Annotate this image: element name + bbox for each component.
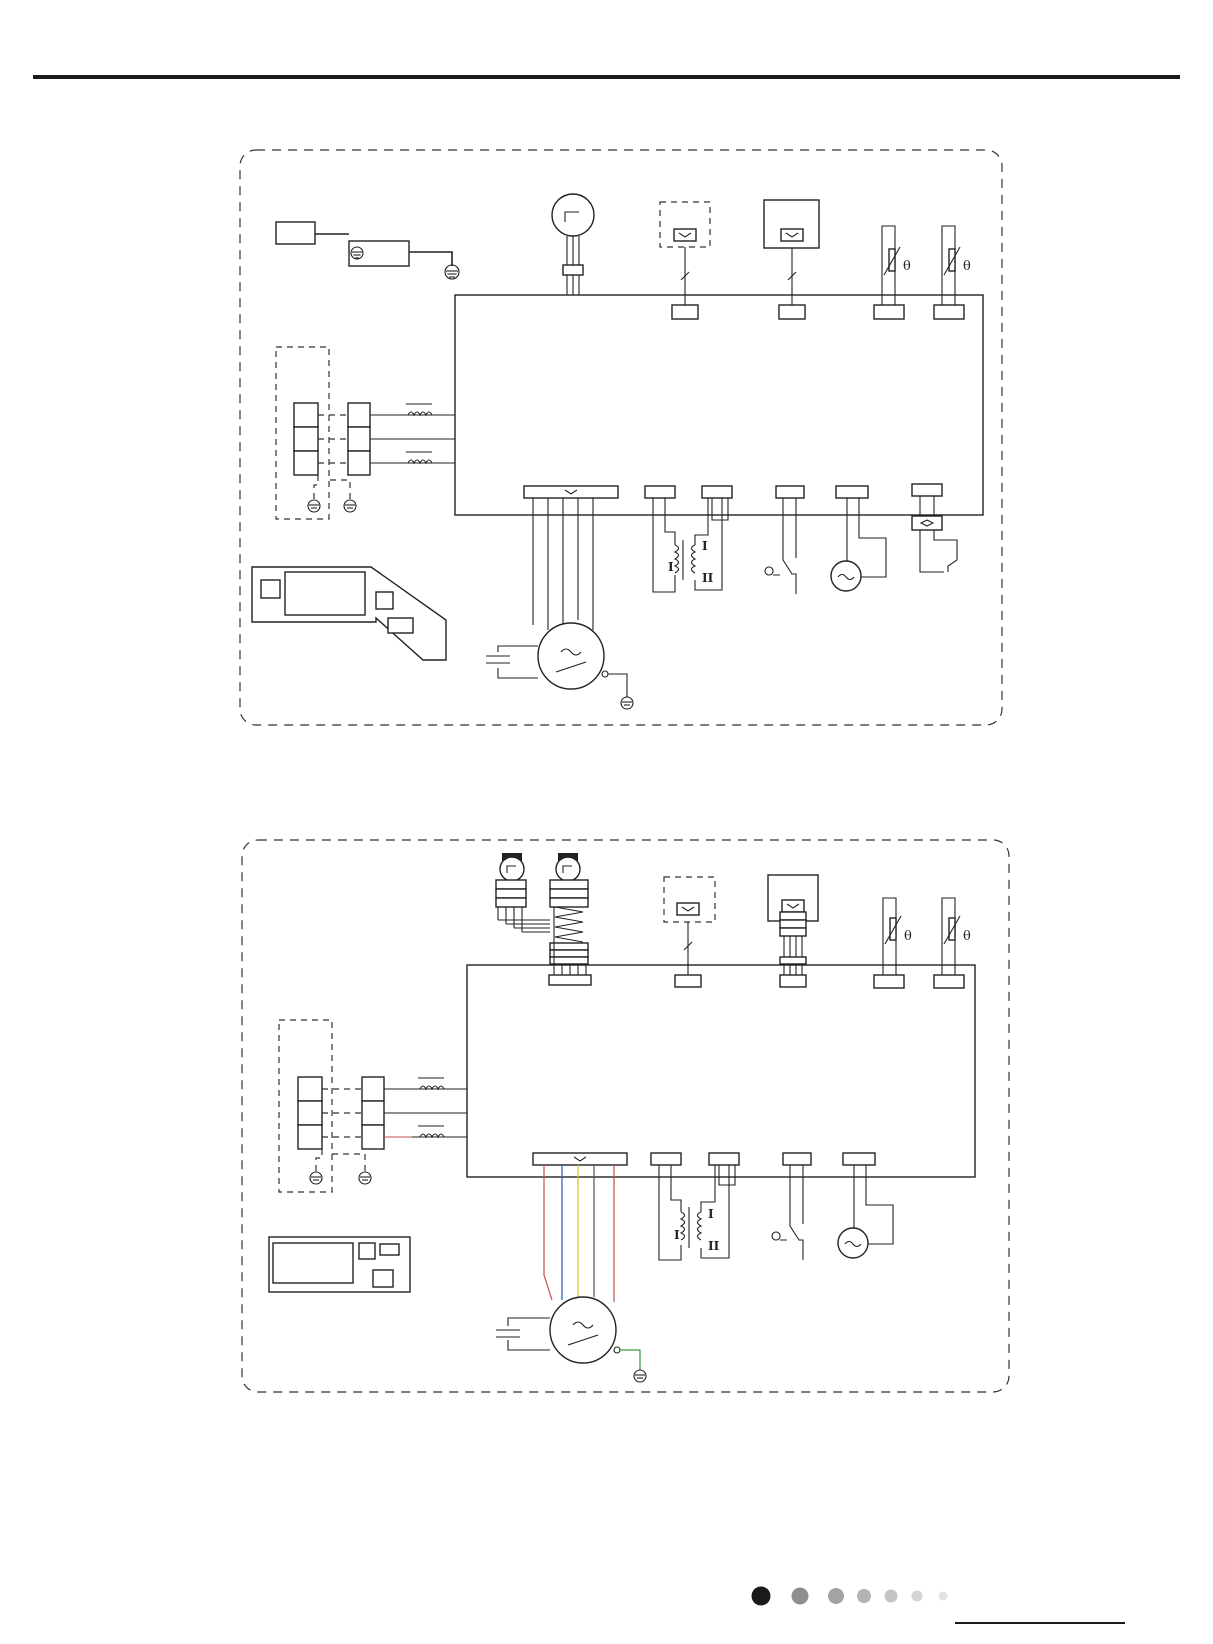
display-connector xyxy=(675,975,701,987)
terminal-block-icon xyxy=(294,403,370,500)
fan-connector xyxy=(524,486,618,498)
ac-motor-icon xyxy=(838,1165,893,1258)
door-switch-icon xyxy=(772,1165,803,1260)
wiring-diagram-1: θ θ xyxy=(240,150,1002,725)
connector-icon xyxy=(781,229,803,241)
connector-icon xyxy=(782,900,804,912)
svg-text:θ: θ xyxy=(904,929,912,944)
page-indicator-dots xyxy=(752,1587,948,1606)
page-dot-2 xyxy=(792,1588,809,1605)
ground-icon xyxy=(621,697,633,709)
capacitor-icon xyxy=(496,1318,550,1350)
ground-icon xyxy=(359,1172,371,1184)
fan-wire-green xyxy=(620,1350,640,1370)
main-control-board xyxy=(455,295,983,515)
ground-icon xyxy=(445,265,459,279)
display-connector xyxy=(672,305,698,319)
swing-motor-icon xyxy=(496,853,550,932)
aux-connector-2 xyxy=(912,516,942,530)
receiver-connector xyxy=(780,975,806,987)
display-icon xyxy=(269,1237,410,1292)
svg-text:θ: θ xyxy=(903,259,911,274)
terminal-box xyxy=(276,222,315,244)
motor-connector xyxy=(836,486,868,498)
page-dot-5 xyxy=(885,1590,898,1603)
step-motor-icon xyxy=(552,194,594,295)
svg-text:I: I xyxy=(674,1228,680,1242)
main-control-board xyxy=(467,965,975,1177)
svg-text:θ: θ xyxy=(963,929,971,944)
fan-motor-icon xyxy=(550,1297,640,1370)
connector-icon xyxy=(677,903,699,915)
transformer-connector xyxy=(709,1153,739,1165)
svg-text:I: I xyxy=(668,560,674,574)
ground-icon xyxy=(344,500,356,512)
fan-motor-icon xyxy=(538,623,627,697)
svg-text:I: I xyxy=(708,1207,714,1221)
ground-icon xyxy=(634,1370,646,1382)
page-dot-3 xyxy=(828,1588,844,1604)
page-dot-4 xyxy=(857,1589,871,1603)
transformer-connector xyxy=(702,486,732,498)
display-icon xyxy=(252,567,446,660)
svg-text:II: II xyxy=(708,1239,720,1253)
aux-connector xyxy=(912,484,942,496)
switch-connector xyxy=(776,486,804,498)
switch-connector xyxy=(783,1153,811,1165)
fan-connector xyxy=(533,1153,627,1165)
svg-text:θ: θ xyxy=(963,259,971,274)
svg-text:I: I xyxy=(702,539,708,553)
ground-icon xyxy=(308,500,320,512)
page-dot-7 xyxy=(939,1592,948,1601)
svg-text:II: II xyxy=(702,571,714,585)
receiver-connector xyxy=(779,305,805,319)
capacitor-icon xyxy=(486,646,538,678)
ground-terminal-plate xyxy=(349,241,409,266)
transformer-connector xyxy=(651,1153,681,1165)
page-dot-6 xyxy=(912,1591,923,1602)
connector-icon xyxy=(674,229,696,241)
page-dot-1 xyxy=(752,1587,771,1606)
ground-icon xyxy=(310,1172,322,1184)
wiring-diagram-2: θ θ xyxy=(242,840,1009,1392)
terminal-block-icon xyxy=(298,1077,384,1172)
fan-wire-red xyxy=(544,1165,552,1300)
motor-connector xyxy=(843,1153,875,1165)
transformer-icon: I I II xyxy=(659,1165,735,1260)
transformer-connector xyxy=(645,486,675,498)
